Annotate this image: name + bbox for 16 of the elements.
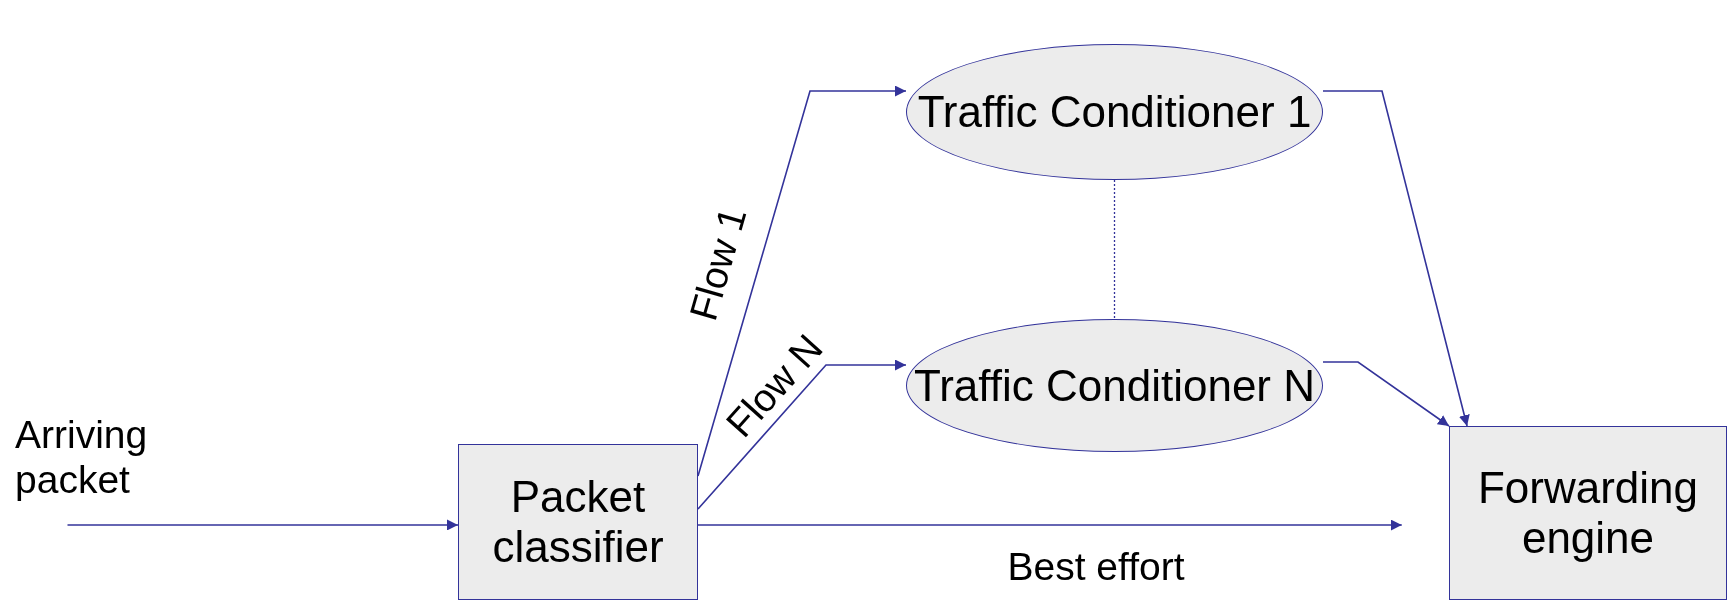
arrow [697,519,1403,531]
process-box [458,444,698,600]
arrow [697,359,907,510]
edge-label: Flow 1 [680,202,755,326]
node-label: Traffic Conditioner 1 [917,87,1312,137]
arrow [697,85,907,477]
arrow [1322,90,1470,427]
input-label: Arriving packet [15,413,149,503]
node-label: Traffic Conditioner N [913,360,1316,411]
node-label: Forwarding engine [1476,463,1700,563]
node-label: Packet classifier [491,472,665,572]
process-box [1449,426,1727,600]
arrow [1322,361,1450,427]
dotted-connector [1113,179,1116,320]
edge-label: Best effort [1007,545,1185,589]
arrow [66,519,459,531]
